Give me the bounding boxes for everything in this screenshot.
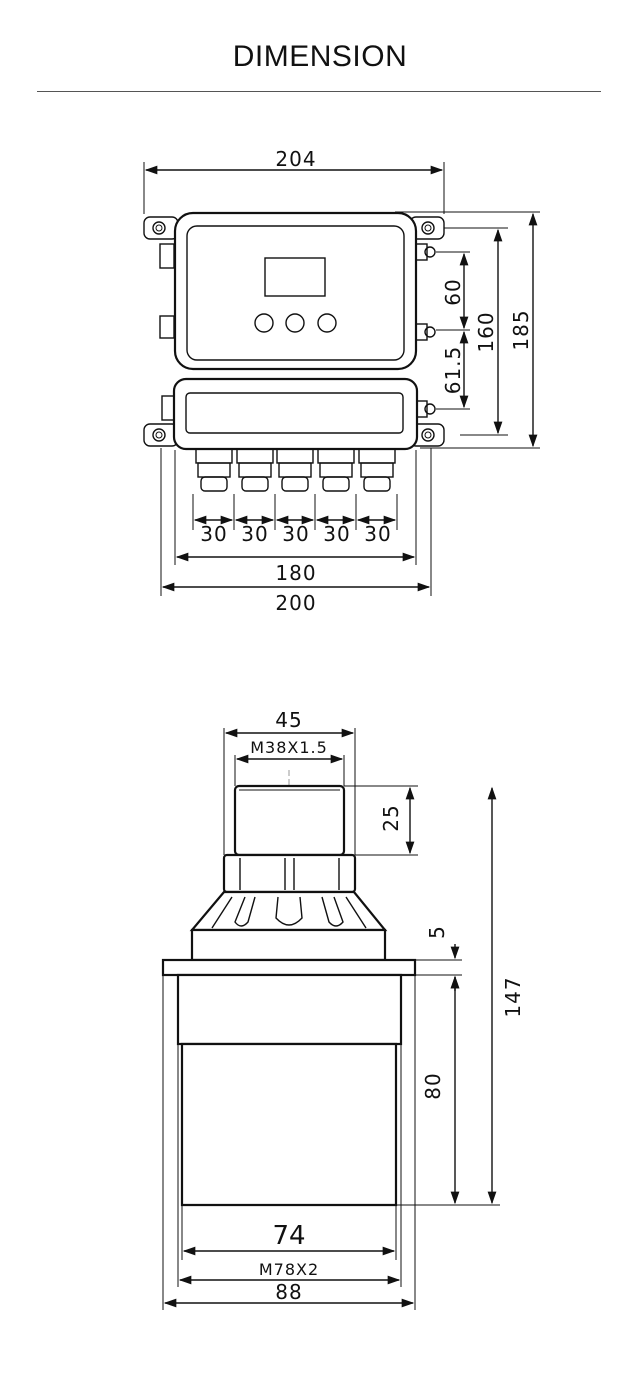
dim-sensor-head-height: 25 xyxy=(379,804,403,831)
dim-sensor-total-height: 147 xyxy=(501,976,525,1017)
sensor-body-upper xyxy=(176,973,403,1046)
sensor-hex-nut xyxy=(222,853,357,894)
dim-gland-pitch-4: 30 xyxy=(323,522,350,546)
dim-controller-width-total: 204 xyxy=(275,147,316,171)
dim-sensor-head-thread: M38X1.5 xyxy=(250,738,328,757)
display-window xyxy=(264,257,326,297)
key-button-3 xyxy=(317,313,337,333)
dim-sensor-head-width: 45 xyxy=(275,708,302,732)
title-divider xyxy=(37,91,601,92)
sensor-collar xyxy=(190,928,387,962)
dim-gland-pitch-2: 30 xyxy=(241,522,268,546)
dim-hole-spacing-upper: 60 xyxy=(441,278,465,305)
sensor-body-lower xyxy=(180,1042,398,1207)
key-button-2 xyxy=(285,313,305,333)
dim-gland-pitch-1: 30 xyxy=(200,522,227,546)
dim-controller-width-body: 180 xyxy=(275,561,316,585)
dim-controller-height-total: 185 xyxy=(509,309,533,350)
dim-hole-spacing-lower: 61.5 xyxy=(441,346,465,395)
dim-controller-width-mount: 200 xyxy=(275,591,316,615)
dim-controller-height-mount: 160 xyxy=(474,311,498,352)
dim-sensor-flange-diameter: 88 xyxy=(275,1280,302,1304)
dim-sensor-flange-thickness: 5 xyxy=(425,925,449,939)
cable-glands xyxy=(195,448,396,492)
sensor-thread-head xyxy=(233,784,346,857)
key-button-1 xyxy=(254,313,274,333)
mounting-ears xyxy=(143,216,445,447)
controller-upper-housing xyxy=(173,211,418,371)
dim-gland-pitch-5: 30 xyxy=(364,522,391,546)
dim-gland-pitch-3: 30 xyxy=(282,522,309,546)
dim-sensor-body-thread: M78X2 xyxy=(259,1260,319,1279)
controller-drawing: 204 30 30 30 30 30 180 200 xyxy=(143,147,540,615)
sensor-drawing: 45 M38X1.5 25 5 147 80 74 M78X2 xyxy=(161,708,525,1310)
page-title: DIMENSION xyxy=(232,40,408,73)
dim-sensor-body-height: 80 xyxy=(421,1072,445,1099)
controller-terminal-housing xyxy=(172,377,419,451)
dim-sensor-body-diameter: 74 xyxy=(272,1221,305,1251)
sensor-flange xyxy=(161,958,417,977)
